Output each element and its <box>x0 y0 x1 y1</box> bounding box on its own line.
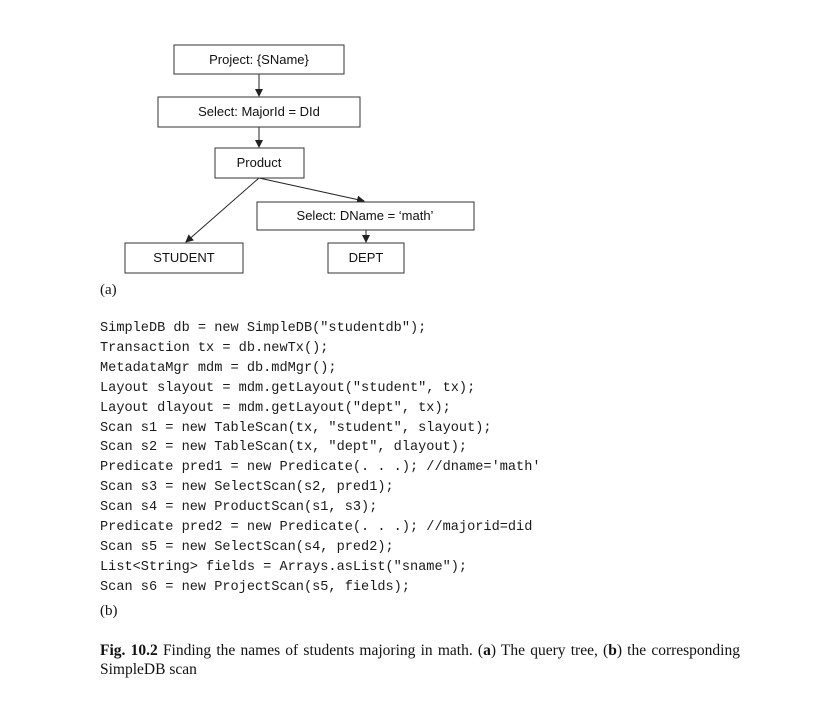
code-line: Scan s1 = new TableScan(tx, "student", s… <box>100 420 492 436</box>
code-line: Scan s5 = new SelectScan(s4, pred2); <box>100 539 394 555</box>
code-line: Scan s6 = new ProjectScan(s5, fields); <box>100 579 410 595</box>
node-dept: DEPT <box>327 242 405 274</box>
node-product-label: Product <box>237 155 282 170</box>
subfigure-label-b: (b) <box>100 603 118 619</box>
code-line: MetadataMgr mdm = db.mdMgr(); <box>100 360 337 376</box>
caption-text-3: ) the corresponding SimpleDB scan <box>100 642 740 678</box>
caption-text-1: Finding the names of students majoring i… <box>162 642 484 659</box>
node-select-dname: Select: DName = ‘math’ <box>256 201 475 231</box>
figure-number: Fig. 10.2 <box>100 642 158 659</box>
code-line: Predicate pred2 = new Predicate(. . .); … <box>100 520 533 536</box>
code-line: SimpleDB db = new SimpleDB("studentdb"); <box>100 321 427 336</box>
node-dept-label: DEPT <box>349 250 384 265</box>
code-line: Scan s2 = new TableScan(tx, "dept", dlay… <box>100 440 468 456</box>
code-line: Scan s3 = new SelectScan(s2, pred1); <box>100 480 394 496</box>
code-line: Scan s4 = new ProductScan(s1, s3); <box>100 500 378 516</box>
code-line: Layout dlayout = mdm.getLayout("dept", t… <box>100 400 451 416</box>
node-product: Product <box>214 147 305 179</box>
node-project-label: Project: {SName} <box>209 52 309 67</box>
node-project: Project: {SName} <box>173 44 345 75</box>
code-listing: SimpleDB db = new SimpleDB("studentdb");… <box>100 319 541 598</box>
node-select-dname-label: Select: DName = ‘math’ <box>297 208 434 223</box>
caption-ref-a: a <box>483 642 491 659</box>
caption-ref-b: b <box>608 642 617 659</box>
edge-product-to-select-dname <box>258 177 365 204</box>
code-line: Layout slayout = mdm.getLayout("student"… <box>100 380 476 396</box>
code-line: Transaction tx = db.newTx(); <box>100 340 329 356</box>
code-line: Predicate pred1 = new Predicate(. . .); … <box>100 460 541 476</box>
node-student: STUDENT <box>124 242 244 274</box>
subfigure-label-a: (a) <box>100 282 117 298</box>
figure-caption: Fig. 10.2 Finding the names of students … <box>100 641 740 679</box>
query-tree-diagram: Project: {SName} Select: MajorId = DId P… <box>124 44 475 274</box>
node-select-major: Select: MajorId = DId <box>157 96 361 128</box>
code-line: List<String> fields = Arrays.asList("sna… <box>100 559 468 575</box>
node-select-major-label: Select: MajorId = DId <box>198 104 320 119</box>
caption-text-2: ) The query tree, ( <box>490 642 609 659</box>
edge-product-to-student <box>185 177 260 243</box>
node-student-label: STUDENT <box>153 250 214 265</box>
